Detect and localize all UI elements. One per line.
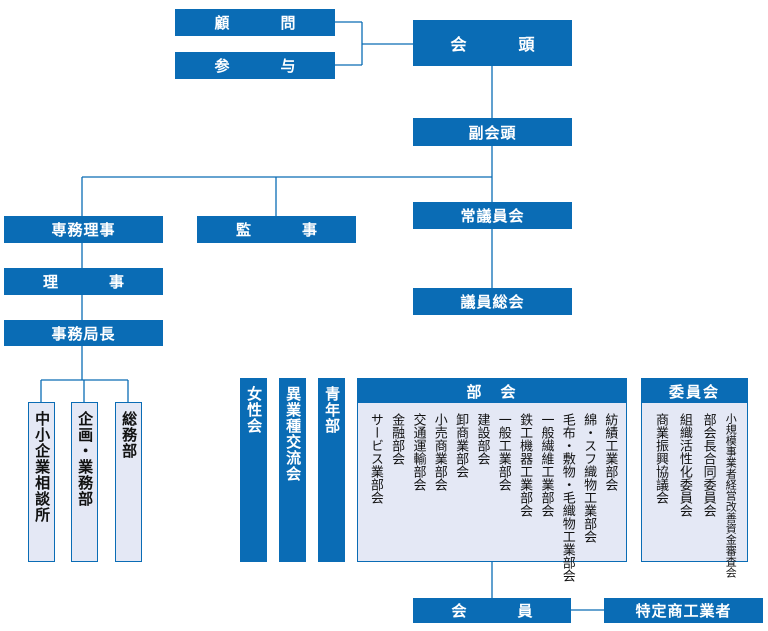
iinkai-item: 商業振興協議会 <box>653 413 669 504</box>
specified-business-label: 特定商工業者 <box>635 602 732 620</box>
vice-chairman-label: 副会頭 <box>468 123 517 142</box>
vice-chairman-box: 副会頭 <box>413 118 572 146</box>
specified-business-box: 特定商工業者 <box>604 598 763 623</box>
executive-director-box: 専務理事 <box>4 216 163 243</box>
cross-industry-exchange-label: 異業種交流会 <box>284 386 303 482</box>
bukai-item: 交通運輸部会 <box>410 413 426 491</box>
director-box: 理 事 <box>4 268 163 295</box>
bukai-item: 綿・スフ織物工業部会 <box>581 413 597 543</box>
bukai-item: 一般工業部会 <box>495 413 511 491</box>
general-affairs-dept-label: 総務部 <box>120 411 139 459</box>
general-assembly-box: 議員総会 <box>413 288 572 315</box>
bukai-item: 小売商業部会 <box>431 413 447 491</box>
standing-council-label: 常議員会 <box>460 207 525 225</box>
counselor-label: 参 与 <box>214 57 314 75</box>
executive-director-label: 専務理事 <box>51 221 116 239</box>
members-box: 会 員 <box>413 598 571 623</box>
womens-association-box: 女性会 <box>240 378 267 562</box>
advisor-label: 顧 問 <box>214 14 314 32</box>
members-label: 会 員 <box>451 602 551 620</box>
bukai-item: 卸商業部会 <box>453 413 469 478</box>
iinkai-title: 委員会 <box>642 379 747 403</box>
iinkai-list: 小規模事業者経営改善資金審査会 部会長合同委員会 組織活性化委員会 商業振興協議… <box>642 413 747 578</box>
bukai-list: 紡績工業部会 綿・スフ織物工業部会 毛布・敷物・毛織物工業部会 一般繊維工業部会… <box>358 413 626 582</box>
bukai-item: 金融部会 <box>389 413 405 465</box>
iinkai-item: 小規模事業者経営改善資金審査会 <box>724 413 738 578</box>
youth-division-label: 青年部 <box>323 386 342 434</box>
planning-operations-dept-label: 企画・業務部 <box>76 411 95 507</box>
standing-council-box: 常議員会 <box>413 202 572 229</box>
iinkai-panel: 委員会 小規模事業者経営改善資金審査会 部会長合同委員会 組織活性化委員会 商業… <box>641 378 748 578</box>
general-assembly-label: 議員総会 <box>460 293 525 311</box>
secretary-general-label: 事務局長 <box>51 324 116 343</box>
iinkai-item: 部会長合同委員会 <box>700 413 716 517</box>
bukai-item: 紡績工業部会 <box>602 413 618 491</box>
bukai-item: 建設部会 <box>474 413 490 465</box>
womens-association-label: 女性会 <box>245 386 264 434</box>
bukai-item: 一般繊維工業部会 <box>538 413 554 517</box>
sme-consultation-office-label: 中小企業相談所 <box>33 411 52 523</box>
bukai-item: 鉄工機器工業部会 <box>517 413 533 517</box>
auditor-box: 監 事 <box>197 216 356 243</box>
bukai-title: 部 会 <box>358 379 626 403</box>
counselor-box: 参 与 <box>175 52 335 79</box>
bukai-item: 毛布・敷物・毛織物工業部会 <box>559 413 575 582</box>
advisor-box: 顧 問 <box>175 9 335 36</box>
secretary-general-box: 事務局長 <box>4 320 163 346</box>
general-affairs-dept-box: 総務部 <box>115 402 142 562</box>
auditor-label: 監 事 <box>235 221 335 239</box>
director-label: 理 事 <box>42 273 142 291</box>
sme-consultation-office-box: 中小企業相談所 <box>28 402 55 562</box>
bukai-panel: 部 会 紡績工業部会 綿・スフ織物工業部会 毛布・敷物・毛織物工業部会 一般繊維… <box>357 378 627 582</box>
iinkai-item: 組織活性化委員会 <box>676 413 692 517</box>
bukai-item: サービス業部会 <box>367 413 383 504</box>
planning-operations-dept-box: 企画・業務部 <box>71 402 98 562</box>
chairman-box: 会 頭 <box>413 20 572 66</box>
cross-industry-exchange-box: 異業種交流会 <box>279 378 306 562</box>
youth-division-box: 青年部 <box>318 378 345 562</box>
chairman-label: 会 頭 <box>450 35 553 54</box>
